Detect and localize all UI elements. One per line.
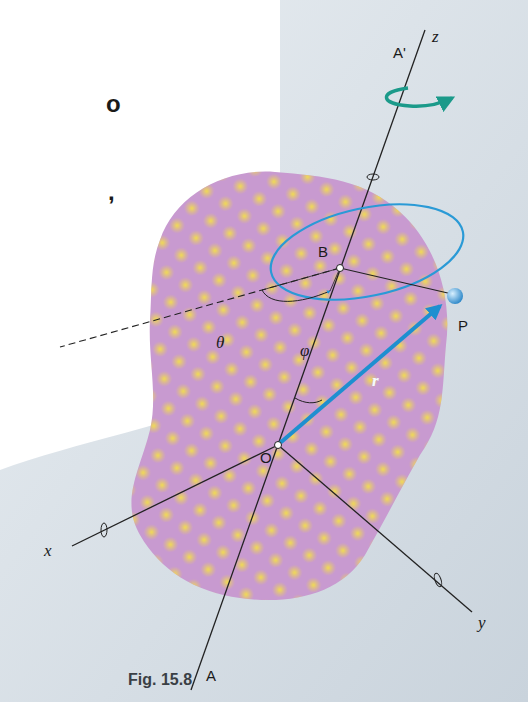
z-axis [191,30,425,690]
rotation-arrow [386,88,452,106]
axis-tick [367,174,379,180]
point-label: r [372,372,379,389]
point-label: o [106,92,121,116]
point-b [337,265,344,272]
point-label: A [206,668,216,683]
point-label: P [458,318,468,333]
point-label: , [108,180,115,204]
axis-tick [101,523,107,537]
theta-arc [262,290,330,301]
point-label: z [432,28,439,45]
reference-line [60,268,340,347]
x-axis [72,445,278,546]
path-circle [262,189,472,316]
point-label: y [478,614,486,631]
particle-p [447,288,463,304]
axis-tick [433,572,443,587]
point-label: B [318,244,328,259]
y-axis [278,445,472,612]
figure-caption: Fig. 15.8 [128,672,192,688]
radius-line [340,268,452,294]
point-o [275,442,282,449]
body-texture [100,150,480,620]
point-label: x [44,542,52,559]
point-label: φ [300,342,309,359]
phi-arc [295,398,322,403]
point-label: A' [393,45,406,60]
theta-arc-leg [262,268,340,291]
point-label: θ [216,334,224,351]
point-label: O [260,450,272,465]
position-vector [280,306,440,443]
